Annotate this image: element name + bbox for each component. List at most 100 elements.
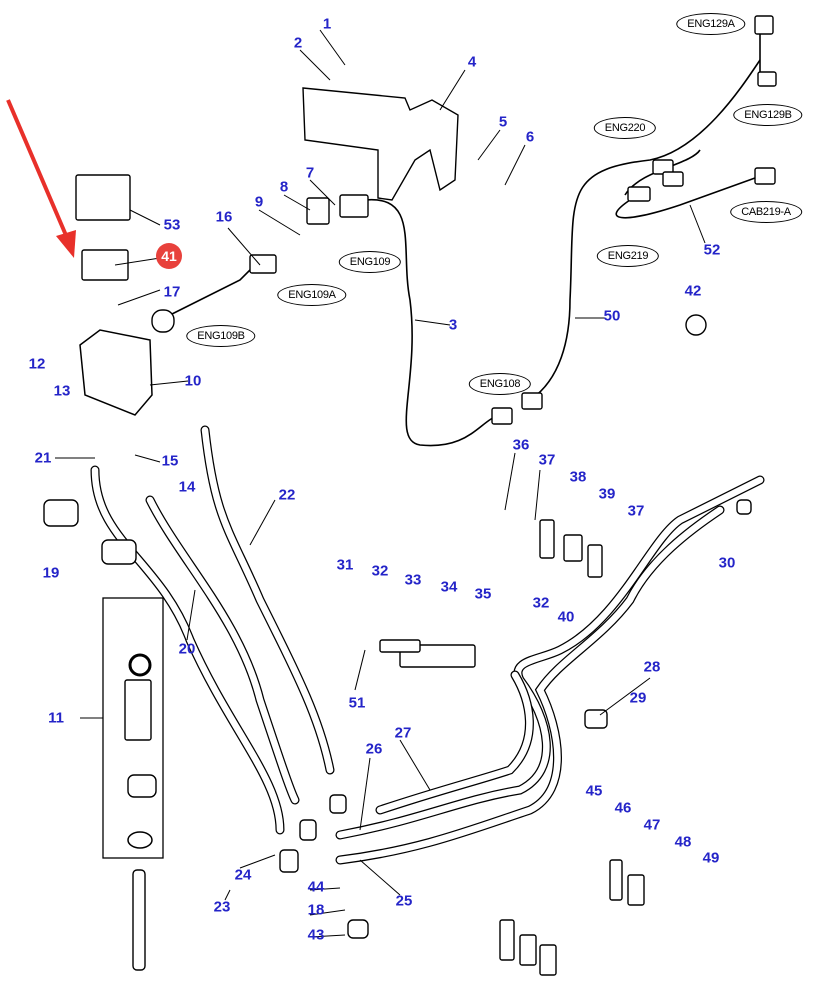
callout-12: 12 (28, 355, 46, 373)
connector-label-eng109b: ENG109B (186, 325, 256, 347)
clamp-49 (627, 874, 645, 906)
sleeve-19a (43, 499, 79, 527)
connector-label-eng109: ENG109 (338, 251, 402, 273)
control-valve-10 (79, 329, 153, 416)
harness-3 (364, 199, 501, 447)
leader-line (227, 227, 261, 266)
callout-33: 33 (404, 571, 422, 589)
clamp-43 (347, 919, 369, 939)
callout-43: 43 (307, 926, 325, 944)
leader-line (504, 144, 526, 186)
leader-line (689, 204, 706, 244)
kit-11-frame (102, 597, 164, 859)
connector-eng220-b (662, 171, 684, 187)
connector-label-eng220: ENG220 (593, 117, 657, 139)
callout-21: 21 (34, 449, 52, 467)
callout-39: 39 (598, 485, 616, 503)
connector-label-cab219-a: CAB219-A (730, 201, 802, 223)
clamp-lower (519, 934, 537, 966)
connector-label-eng129a: ENG129A (676, 13, 746, 35)
leader-line (249, 499, 276, 546)
o-ring (128, 653, 152, 677)
leader-line (258, 209, 301, 236)
callout-49: 49 (702, 849, 720, 867)
callout-23: 23 (213, 898, 231, 916)
callout-27: 27 (394, 724, 412, 742)
connector-eng109 (339, 194, 369, 218)
callout-22: 22 (278, 486, 296, 504)
callout-40: 40 (557, 608, 575, 626)
leader-line (309, 934, 346, 938)
leader-line (309, 887, 341, 891)
leader-line (224, 889, 231, 901)
callout-42: 42 (684, 282, 702, 300)
leader-line (599, 677, 651, 716)
connector-label-eng219: ENG219 (596, 245, 660, 267)
callout-10: 10 (184, 372, 202, 390)
callout-44: 44 (307, 878, 325, 896)
leader-line (117, 289, 161, 306)
leader-line (299, 49, 331, 81)
callout-2: 2 (293, 34, 303, 52)
callout-25: 25 (395, 892, 413, 910)
callout-45: 45 (585, 782, 603, 800)
nut (127, 831, 153, 849)
callout-47: 47 (643, 816, 661, 834)
callout-20: 20 (178, 640, 196, 658)
callout-37: 37 (627, 502, 645, 520)
plate-8 (306, 197, 330, 225)
hose-20 (91, 466, 284, 834)
leader-line (477, 129, 501, 161)
callout-26: 26 (365, 740, 383, 758)
leader-line (359, 757, 371, 831)
leader-line (439, 69, 466, 111)
highlighted-callout-41: 41 (156, 243, 182, 269)
callout-30: 30 (718, 554, 736, 572)
leader-line (504, 452, 516, 511)
leader-line (354, 649, 366, 691)
leader-line (129, 209, 161, 226)
callout-38: 38 (569, 468, 587, 486)
callout-5: 5 (498, 113, 508, 131)
pipe-27 (376, 671, 533, 814)
cap-30 (736, 499, 752, 515)
callout-48: 48 (674, 833, 692, 851)
connector-eng109a (249, 254, 277, 274)
pointer-arrow-shaft (6, 99, 70, 241)
callout-24: 24 (234, 866, 252, 884)
callout-52: 52 (703, 241, 721, 259)
connector-label-eng109a: ENG109A (277, 284, 347, 306)
leader-line (309, 909, 346, 916)
elbow-c (329, 794, 347, 814)
plate-37b (587, 544, 603, 578)
callout-1: 1 (322, 15, 332, 33)
nut-housing (127, 774, 157, 798)
hose-22 (201, 426, 334, 774)
callout-50: 50 (603, 307, 621, 325)
callout-16: 16 (215, 208, 233, 226)
fittings-41 (81, 249, 129, 281)
cartridge (124, 679, 152, 741)
mounting-bracket (302, 87, 459, 201)
pointer-arrow-head (56, 230, 76, 258)
callout-51: 51 (348, 694, 366, 712)
sleeve-19b (101, 539, 137, 565)
callout-11: 11 (48, 709, 64, 727)
callout-46: 46 (614, 799, 632, 817)
connector-eng129a (754, 15, 774, 35)
connector-label-eng129b: ENG129B (733, 104, 803, 126)
connector-eng219 (627, 186, 651, 202)
callout-14: 14 (178, 478, 196, 496)
pipe-25 (336, 506, 724, 864)
callout-34: 34 (440, 578, 458, 596)
plate-lower (499, 919, 515, 961)
callout-53: 53 (163, 216, 181, 234)
callout-8: 8 (279, 178, 289, 196)
callout-3: 3 (448, 316, 458, 334)
plate-48 (609, 859, 623, 901)
callout-36: 36 (512, 436, 530, 454)
callout-31: 31 (336, 556, 354, 574)
leader-line (534, 469, 541, 521)
